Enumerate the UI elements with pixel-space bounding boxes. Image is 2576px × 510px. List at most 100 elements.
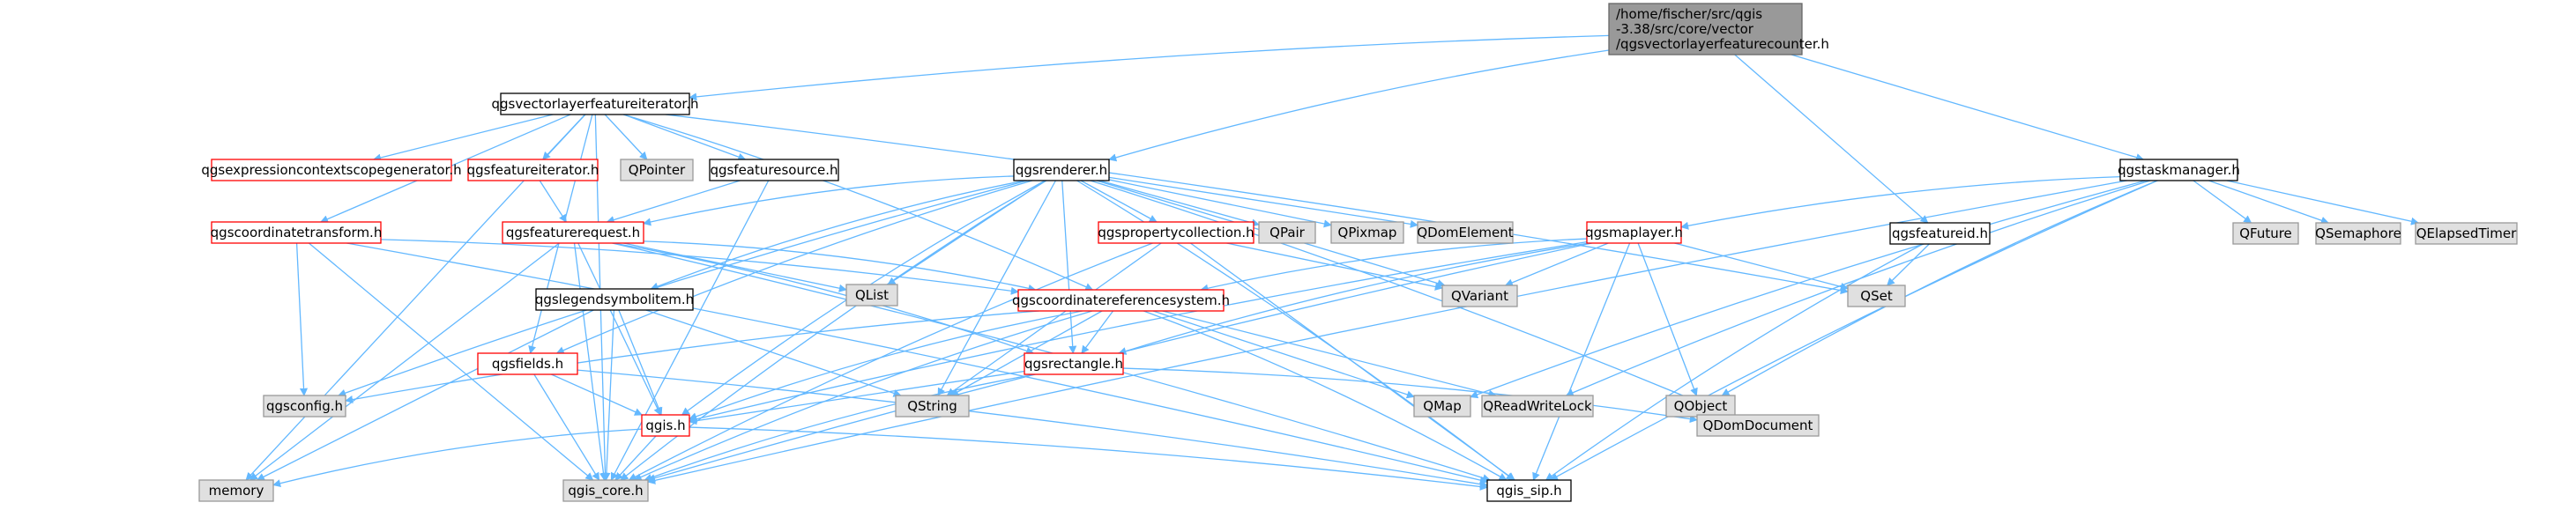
node-label-qpair: QPair	[1269, 225, 1306, 240]
node-label-mapplayer: qgsmaplayer.h	[1585, 225, 1683, 240]
edge-mapplayer-to-qgis	[689, 241, 1588, 424]
edge-fields-to-qgissip	[577, 369, 1488, 489]
node-label-crs: qgscoordinatereferencesystem.h	[1012, 292, 1230, 308]
edge-crs-to-qgsconfig	[345, 310, 1039, 403]
node-exprctx[interactable]: qgsexpressioncontextscopegenerator.hqgse…	[201, 159, 462, 181]
node-box-root	[1608, 3, 1803, 55]
node-label-featuresource: qgsfeaturesource.h	[710, 162, 838, 178]
edge-taskmanager-to-mapplayer	[1680, 175, 2121, 230]
node-coordtransform[interactable]: qgscoordinatetransform.hqgscoordinatetra…	[211, 221, 383, 244]
node-box-qpair	[1258, 221, 1316, 244]
edge-qgis-to-qgissip	[689, 426, 1488, 491]
edge-renderer-to-qgsconfig	[338, 180, 1028, 397]
node-label-exprctx: qgsexpressioncontextscopegenerator.h	[201, 162, 461, 178]
edge-renderer-to-qdomelement	[1108, 176, 1418, 228]
node-box-featureid	[1889, 222, 1991, 245]
node-box-qgiscore	[562, 479, 649, 502]
edge-mapplayer-to-qset	[1674, 242, 1849, 291]
node-label-memory: memory	[209, 483, 264, 499]
edge-featurerequest-to-memory	[249, 242, 560, 481]
node-box-qstring	[895, 395, 970, 418]
edge-propertycoll-to-qstring	[946, 242, 1162, 396]
edge-propertycoll-to-qvariant	[1226, 242, 1443, 291]
node-box-qobject	[1665, 395, 1736, 418]
edge-renderer-to-qstring	[937, 180, 1057, 396]
node-label-featurerequest: qgsfeaturerequest.h	[506, 225, 640, 240]
edge-vlfi-to-featuresource	[623, 114, 747, 161]
node-box-qreadwritelock	[1481, 395, 1594, 418]
node-label-rectangle: qgsrectangle.h	[1024, 356, 1123, 372]
edge-taskmanager-to-qgiscore	[647, 180, 2127, 484]
edge-featureid-to-qset	[1887, 243, 1930, 286]
node-label-qsemaphore: QSemaphore	[2315, 225, 2401, 241]
node-label-qgiscore: qgis_core.h	[568, 483, 643, 499]
node-box-propertycoll	[1098, 221, 1254, 244]
node-label-qstring: QString	[907, 398, 957, 414]
node-box-qpointer	[620, 159, 694, 181]
node-box-exprctx	[211, 159, 452, 181]
node-qmap: QMapQMap	[1413, 395, 1471, 418]
edge-taskmanager-to-qmap	[1470, 180, 2147, 399]
edge-featuresource-to-featurerequest	[606, 180, 741, 224]
edge-featurerequest-to-qgis	[577, 242, 661, 416]
node-label-fields: qgsfields.h	[492, 356, 563, 372]
edge-mapplayer-to-rectangle	[1118, 242, 1590, 355]
edge-crs-to-qgiscore	[633, 310, 1093, 481]
node-box-qvariant	[1441, 285, 1518, 307]
node-root[interactable]: /home/fischer/src/qgis-3.38/src/core/vec…	[1608, 3, 1829, 55]
node-box-coordtransform	[211, 221, 382, 244]
node-box-fields	[477, 352, 578, 375]
node-label-qmap: QMap	[1423, 398, 1461, 414]
node-label-taskmanager: qgstaskmanager.h	[2118, 162, 2240, 178]
node-box-featurerequest	[502, 221, 644, 244]
node-label-qobject: QObject	[1674, 398, 1728, 414]
node-qgsconfig: qgsconfig.hqgsconfig.h	[263, 395, 346, 418]
node-box-taskmanager	[2119, 159, 2238, 181]
edge-featureiterator-to-featurerequest	[539, 180, 567, 223]
node-label-qgissip: qgis_sip.h	[1496, 483, 1561, 499]
node-box-featureiterator	[467, 159, 599, 181]
edge-legendsym-to-memory	[256, 309, 594, 481]
node-label-legendsym: qgslegendsymbolitem.h	[535, 292, 694, 307]
node-label-qdomdocument: QDomDocument	[1703, 418, 1813, 433]
node-box-renderer	[1013, 159, 1110, 181]
nodes-layer: /home/fischer/src/qgis-3.38/src/core/vec…	[198, 3, 2518, 502]
node-legendsym[interactable]: qgslegendsymbolitem.hqgslegendsymbolitem…	[535, 288, 694, 311]
edge-root-to-taskmanager	[1791, 54, 2145, 162]
edge-coordtransform-to-qgiscore	[308, 242, 594, 481]
node-label-qdomelement: QDomElement	[1417, 225, 1513, 240]
edge-taskmanager-to-qgissip	[1550, 180, 2158, 481]
edge-renderer-to-legendsym	[650, 180, 1025, 291]
edge-root-to-renderer	[1108, 49, 1610, 162]
node-box-vlfi	[500, 92, 690, 115]
node-box-qgsconfig	[263, 395, 346, 418]
edge-mapplayer-to-qobject	[1637, 242, 1698, 396]
edge-mapplayer-to-qvariant	[1504, 242, 1609, 287]
node-box-qmap	[1413, 395, 1471, 418]
edges-layer	[245, 34, 2420, 491]
edge-renderer-to-qgissip	[1076, 180, 1515, 481]
node-box-qsemaphore	[2315, 222, 2401, 245]
edge-crs-to-rectangle	[1081, 310, 1114, 354]
node-rectangle[interactable]: qgsrectangle.hqgsrectangle.h	[1024, 352, 1124, 375]
edge-mapplayer-to-crs	[1200, 238, 1588, 292]
node-vlfi[interactable]: qgsvectorlayerfeatureiterator.hqgsvector…	[492, 92, 699, 115]
